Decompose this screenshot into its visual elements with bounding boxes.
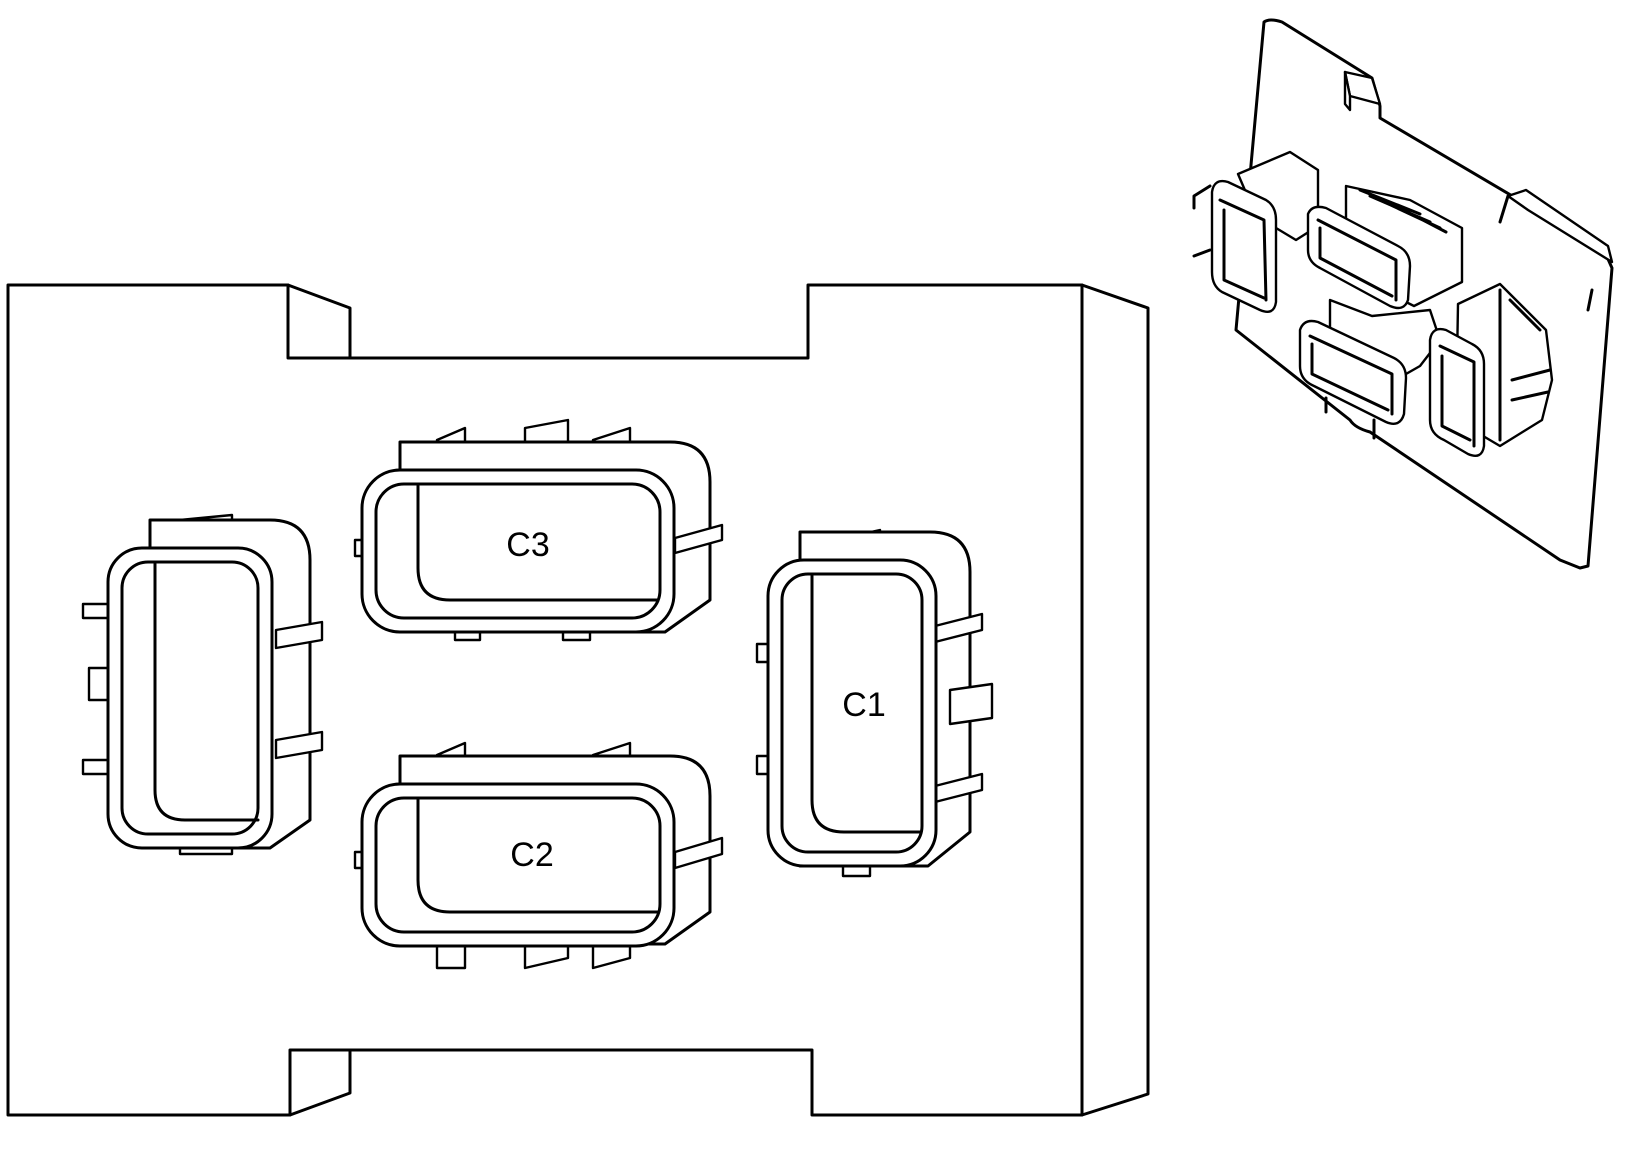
connector-c2-label: C2 xyxy=(510,836,553,874)
connector-c1 xyxy=(755,528,994,878)
module-front-face xyxy=(6,283,1084,1117)
module-side-face xyxy=(1080,283,1150,1117)
top-notch-left-depth xyxy=(286,283,352,360)
connector-c2 xyxy=(353,741,724,970)
connector-c3 xyxy=(353,418,724,642)
connector-c3-label: C3 xyxy=(506,526,549,564)
connector-c1-label: C1 xyxy=(842,686,885,724)
module-body xyxy=(6,283,1150,1117)
bottom-notch-left-depth xyxy=(288,1048,352,1117)
module-locator-view xyxy=(1192,18,1614,570)
connector-unlabeled-left xyxy=(81,513,324,856)
